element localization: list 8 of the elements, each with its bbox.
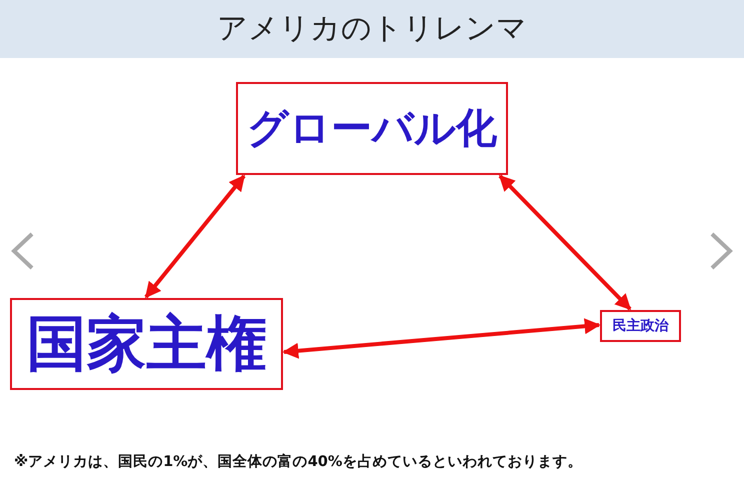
double-arrow xyxy=(282,318,601,359)
double-arrow xyxy=(498,174,632,310)
double-arrow xyxy=(144,174,246,298)
concept-box: 民主政治 xyxy=(600,310,681,342)
concept-box: 国家主権 xyxy=(10,298,283,390)
title-banner: アメリカのトリレンマ xyxy=(0,0,744,58)
concept-box: グローバル化 xyxy=(236,82,508,175)
footnote: ※アメリカは、国民の1%が、国全体の富の40%を占めているといわれております。 xyxy=(14,452,582,471)
